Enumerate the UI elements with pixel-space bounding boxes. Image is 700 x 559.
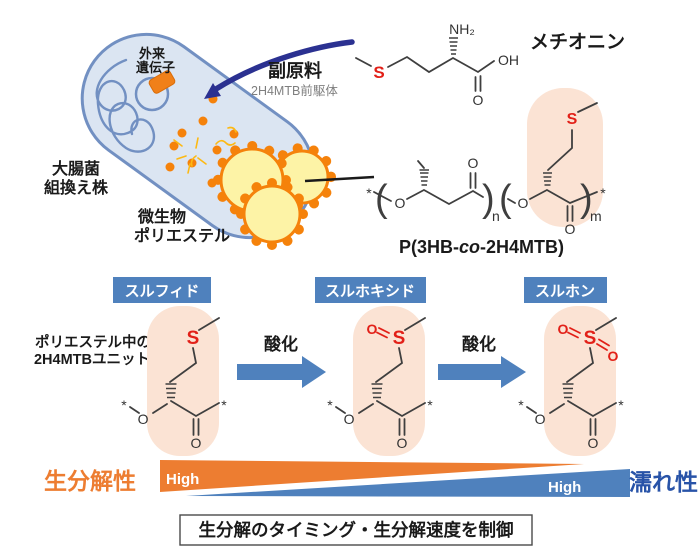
foreign-gene-label: 外来 xyxy=(138,46,166,61)
methionine-structure: S NH₂ OH O xyxy=(355,21,519,108)
oxidation-label-1: 酸化 xyxy=(264,334,298,354)
unit-caption: ポリエステル中の xyxy=(35,333,151,351)
plasmid xyxy=(134,76,170,112)
feed-label: 副原料 xyxy=(268,60,322,81)
sulfur-atom: S xyxy=(584,328,597,349)
oxidation-arrow-2 xyxy=(438,356,526,388)
sulfur-atom: S xyxy=(373,63,384,82)
oxygen-atom-red: O xyxy=(367,321,378,337)
sulfone-tag: スルホン xyxy=(535,283,595,300)
bracket: ( xyxy=(375,178,388,220)
sulfide-tag: スルフィド xyxy=(125,283,200,300)
chain-star: * xyxy=(121,397,127,413)
oxidation-label-2: 酸化 xyxy=(462,334,496,354)
chain-star: * xyxy=(221,397,227,413)
microbial-polyester-label: 微生物 xyxy=(137,207,186,226)
high-right-label: High xyxy=(548,479,581,496)
chain-star: * xyxy=(518,397,524,413)
feed-arrow xyxy=(204,39,355,99)
oxygen-atom: O xyxy=(397,435,408,451)
polymer-structure: * ( O O ) n ( O S O ) m * xyxy=(304,88,606,237)
chain-star: * xyxy=(427,397,433,413)
strain-label: 大腸菌 xyxy=(52,159,100,178)
unit-caption: 2H4MTBユニット xyxy=(34,352,150,368)
hydroxyl-group: OH xyxy=(498,52,519,68)
microbial-polyester-label: ポリエステル xyxy=(134,226,230,245)
foreign-gene-label: 遺伝子 xyxy=(135,60,175,75)
sulfur-atom: S xyxy=(567,111,578,128)
wettability-label: 濡れ性 xyxy=(629,469,698,495)
sulfide-unit: S O O * * xyxy=(121,306,227,456)
oxidation-arrow-1 xyxy=(237,356,326,388)
conclusion-label: 生分解のタイミング・生分解速度を制御 xyxy=(199,520,514,540)
strain-label: 組換え株 xyxy=(44,178,109,197)
chain-star: * xyxy=(600,185,606,201)
oxygen-atom-red: O xyxy=(608,348,619,364)
feed-sublabel: 2H4MTB前駆体 xyxy=(251,83,338,98)
methionine-label: メチオニン xyxy=(530,32,625,53)
subscript-n: n xyxy=(492,208,500,224)
wettability-triangle xyxy=(186,469,630,497)
biodegradability-triangle xyxy=(160,460,584,492)
unit-highlight xyxy=(527,88,603,227)
feed-arrowhead xyxy=(204,83,221,99)
oxygen-atom: O xyxy=(565,221,576,237)
subscript-m: m xyxy=(590,208,602,224)
sulfur-atom: S xyxy=(393,328,406,349)
high-left-label: High xyxy=(166,471,199,488)
sulfide-tag-box xyxy=(113,277,211,303)
precursor-squiggles xyxy=(173,126,237,174)
nh2-wedge xyxy=(449,37,458,55)
amine-group: NH₂ xyxy=(449,21,475,37)
stereo-wedge xyxy=(543,172,552,186)
ecoli-cell: 外来 遺伝子 大腸菌 組換え株 微生物 ポリエステル xyxy=(44,32,336,250)
oxygen-atom: O xyxy=(138,411,149,427)
polymer-name: P(3HB-co-2H4MTB) xyxy=(399,237,564,257)
bracket: ) xyxy=(580,178,593,220)
chain-star: * xyxy=(327,397,333,413)
foreign-gene-insert xyxy=(148,70,176,94)
sulfur-atom: S xyxy=(187,328,200,349)
sulfoxide-tag-box xyxy=(315,277,426,303)
sulfone-tag-box xyxy=(524,277,607,303)
chain-star: * xyxy=(366,185,372,201)
oxygen-atom-red: O xyxy=(558,321,569,337)
granule xyxy=(236,178,308,250)
oxygen-atom: O xyxy=(473,92,484,108)
sulfone-unit: S O O O O * * xyxy=(518,306,624,456)
chromosome xyxy=(95,58,156,153)
oxygen-atom: O xyxy=(588,435,599,451)
granule-pointer-line xyxy=(304,175,375,183)
methyl-wedge xyxy=(417,160,429,186)
oxygen-atom: O xyxy=(344,411,355,427)
oxygen-atom: O xyxy=(535,411,546,427)
conclusion-box: 生分解のタイミング・生分解速度を制御 xyxy=(179,514,533,546)
oxygen-atom: O xyxy=(191,435,202,451)
oxygen-atom: O xyxy=(518,195,529,211)
chain-star: * xyxy=(618,397,624,413)
bracket: ( xyxy=(499,178,512,220)
polyester-granules xyxy=(213,141,336,250)
sulfoxide-unit: S O O O * * xyxy=(327,306,433,456)
bracket: ) xyxy=(482,178,495,220)
oxygen-atom: O xyxy=(468,155,479,171)
biodegradability-label: 生分解性 xyxy=(44,468,136,494)
oxygen-atom: O xyxy=(395,195,406,211)
sulfoxide-tag: スルホキシド xyxy=(325,283,415,300)
